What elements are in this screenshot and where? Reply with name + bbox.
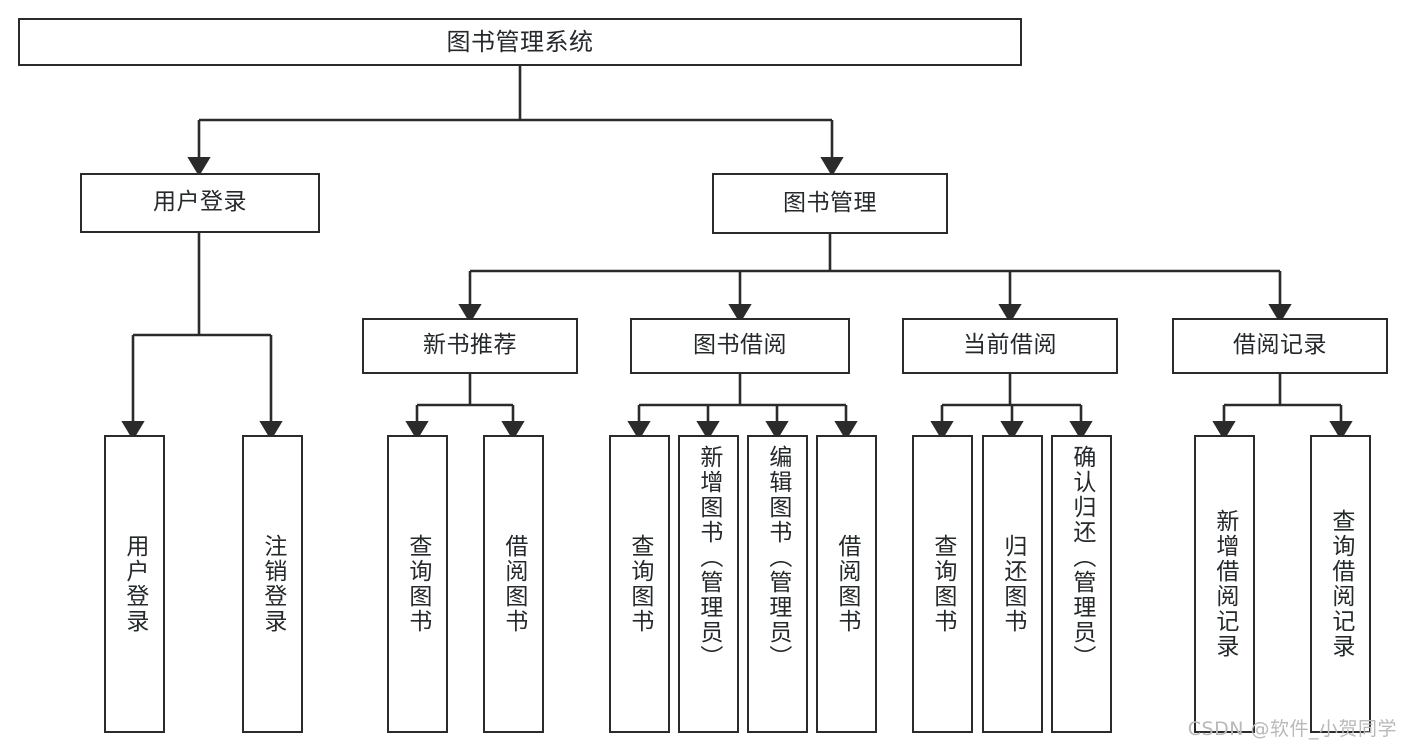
leaf-edit-book-admin[interactable]: 编辑图书（管理员） bbox=[747, 435, 808, 733]
leaf-query-book-recommend[interactable]: 查询图书 bbox=[387, 435, 448, 733]
watermark: CSDN @软件_小贺同学 bbox=[1187, 718, 1397, 740]
node-current-borrow[interactable]: 当前借阅 bbox=[902, 318, 1118, 374]
node-book-management[interactable]: 图书管理 bbox=[712, 173, 948, 234]
leaf-user-login[interactable]: 用户登录 bbox=[104, 435, 165, 733]
leaf-add-book-admin[interactable]: 新增图书（管理员） bbox=[678, 435, 739, 733]
leaf-query-book-borrow[interactable]: 查询图书 bbox=[609, 435, 670, 733]
leaf-borrow-book-recommend[interactable]: 借阅图书 bbox=[483, 435, 544, 733]
leaf-return-book[interactable]: 归还图书 bbox=[982, 435, 1043, 733]
leaf-add-borrow-record[interactable]: 新增借阅记录 bbox=[1194, 435, 1255, 733]
leaf-confirm-return-admin[interactable]: 确认归还（管理员） bbox=[1051, 435, 1112, 733]
node-user-login[interactable]: 用户登录 bbox=[80, 173, 320, 233]
leaf-borrow-book[interactable]: 借阅图书 bbox=[816, 435, 877, 733]
node-new-book-recommend[interactable]: 新书推荐 bbox=[362, 318, 578, 374]
leaf-query-borrow-record[interactable]: 查询借阅记录 bbox=[1310, 435, 1371, 733]
node-borrow-record[interactable]: 借阅记录 bbox=[1172, 318, 1388, 374]
node-root[interactable]: 图书管理系统 bbox=[18, 18, 1022, 66]
leaf-query-book-current[interactable]: 查询图书 bbox=[912, 435, 973, 733]
node-book-borrow[interactable]: 图书借阅 bbox=[630, 318, 850, 374]
leaf-logout[interactable]: 注销登录 bbox=[242, 435, 303, 733]
